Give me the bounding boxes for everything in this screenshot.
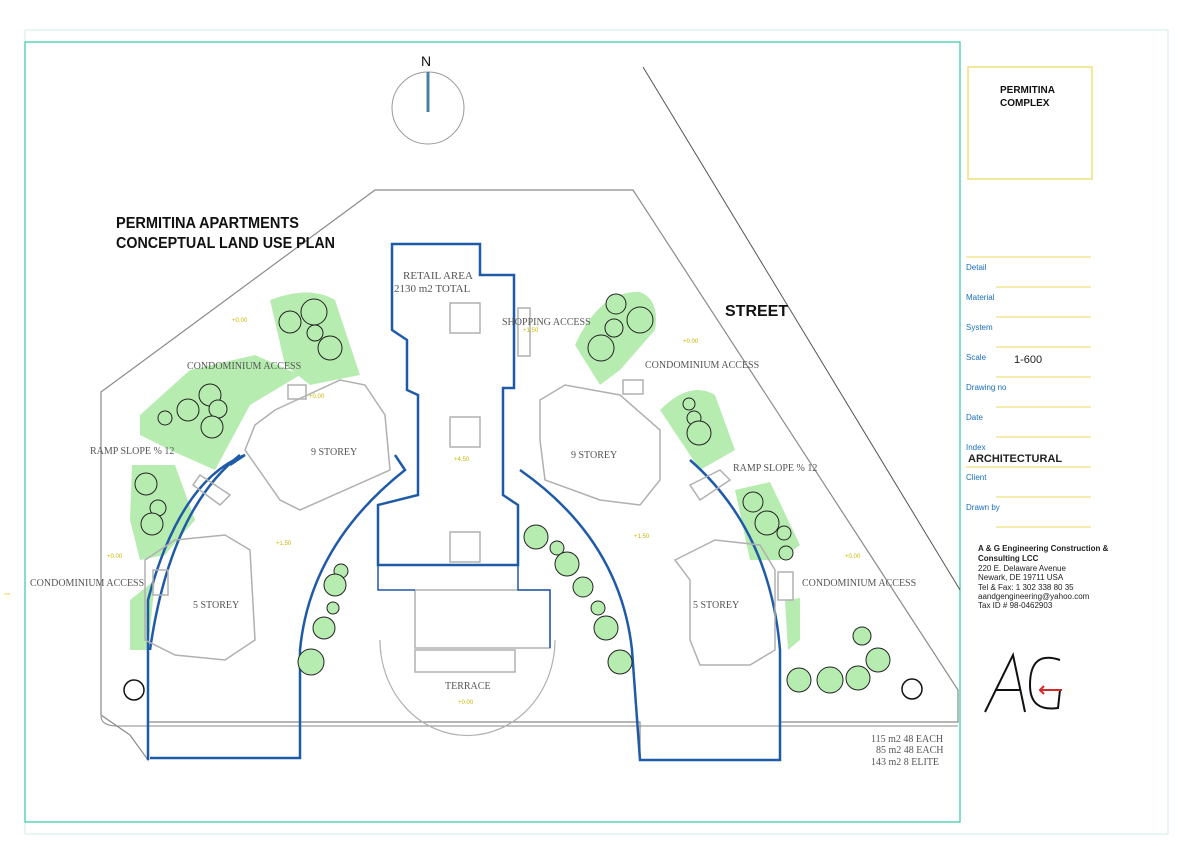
firm-line: Tax ID # 98-0462903 [978,601,1053,610]
street-label: STREET [725,303,788,320]
shopping-access-label: SHOPPING ACCESS [502,317,591,328]
level-mark: +0.00 [845,554,861,560]
level-mark: +4.50 [454,457,470,463]
right-wing-outline [519,459,782,762]
firm-line: Consulting LCC [978,554,1039,563]
drawing-frame [24,41,961,823]
plan-title-line1: PERMITINA APARTMENTS [116,215,299,232]
level-mark: +1.50 [634,534,650,540]
retail-area-total: 2130 m2 TOTAL [394,283,471,295]
street-edge-line [642,66,961,591]
unit-summary-line1: 115 m2 48 EACH [871,734,943,745]
ramp-slope-left: RAMP SLOPE % 12 [90,446,174,457]
north-arrow: N [391,53,465,145]
landscape-zones [130,291,800,650]
field-label-date: Date [966,413,983,422]
level-mark: +0.00 [107,554,123,560]
field-value-index: ARCHITECTURAL [968,453,1062,465]
firm-line: A & G Engineering Construction & [978,544,1109,553]
firm-address-block: A & G Engineering Construction & Consult… [978,544,1109,610]
trees [134,293,891,694]
level-mark: +1.50 [523,328,539,334]
nine-storey-left: 9 STOREY [311,447,357,458]
level-mark: +0.00 [309,394,325,400]
left-wing-inner [148,454,241,651]
firm-line: Tel & Fax: 1 302 338 80 35 [978,583,1074,592]
corner-marker-right [901,678,923,700]
level-mark: +0.00 [683,339,699,345]
north-label: N [421,53,431,69]
firm-line: aandgengineering@yahoo.com [978,592,1090,601]
project-title-box [967,66,1093,180]
condo-access-left-top: CONDOMINIUM ACCESS [187,361,301,372]
field-label-client: Client [966,473,987,482]
retail-light-blocks [414,302,551,673]
five-storey-left: 5 STOREY [193,600,239,611]
condo-access-right-top: CONDOMINIUM ACCESS [645,360,759,371]
firm-line: 220 E. Delaware Avenue [978,564,1066,573]
project-title-line1: PERMITINA [1000,85,1055,96]
level-mark: +0.00 [232,318,248,324]
field-value-scale: 1-600 [1014,354,1042,366]
firm-line: Newark, DE 19711 USA [978,573,1064,582]
retail-lower-outline [377,565,551,648]
site-boundary-base [100,715,958,727]
corner-marker-left [123,679,145,701]
field-label-material: Material [966,293,995,302]
field-label-drawn-by: Drawn by [966,503,1000,512]
terrace-label: TERRACE [445,681,491,692]
condo-access-right-bottom: CONDOMINIUM ACCESS [802,578,916,589]
unit-summary-line3: 143 m2 8 ELITE [871,757,939,768]
field-label-drawing-no: Drawing no [966,383,1007,392]
retail-area-label: RETAIL AREA [403,270,473,282]
level-mark: +0.00 [458,700,474,706]
plan-title-line2: CONCEPTUAL LAND USE PLAN [116,235,335,252]
project-title-line2: COMPLEX [1000,98,1050,109]
terrace-arc [379,639,556,737]
nine-storey-right: 9 STOREY [571,450,617,461]
ramp-slope-right: RAMP SLOPE % 12 [733,463,817,474]
building-footprints [144,307,794,666]
title-block-rules [966,256,1091,528]
unit-summary-line2: 85 m2 48 EACH [876,745,944,756]
field-label-detail: Detail [966,263,987,272]
field-label-index: Index [966,443,986,452]
five-storey-right: 5 STOREY [693,600,739,611]
level-mark: +1.50 [276,541,292,547]
condo-access-left-bottom: CONDOMINIUM ACCESS [30,578,144,589]
field-label-system: System [966,323,993,332]
field-label-scale: Scale [966,353,987,362]
company-logo [984,651,1062,713]
